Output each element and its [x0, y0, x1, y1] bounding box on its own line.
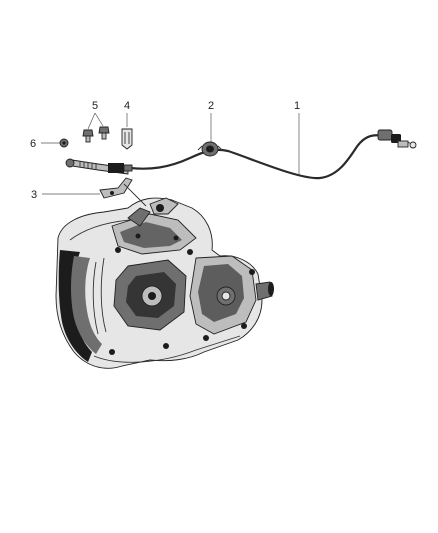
callout-4: 4	[124, 100, 130, 112]
transmission-assembly	[55, 197, 274, 369]
callout-3: 3	[31, 189, 37, 201]
small-fastener	[59, 138, 69, 148]
leader-5b	[94, 112, 104, 127]
leader-5a	[87, 112, 96, 130]
housing-bolts	[109, 233, 255, 355]
callout-2: 2	[208, 100, 214, 112]
bolt-pair	[82, 126, 110, 143]
cable-bracket	[99, 177, 133, 199]
retaining-clip	[121, 128, 133, 150]
cable-end-fitting	[65, 158, 133, 175]
cable-grommet	[197, 141, 223, 157]
leader-lines	[41, 112, 300, 195]
callout-6: 6	[30, 138, 36, 150]
shift-cable	[128, 129, 417, 180]
callout-1: 1	[294, 100, 300, 112]
lever-link	[123, 183, 147, 207]
callout-5: 5	[92, 100, 98, 112]
